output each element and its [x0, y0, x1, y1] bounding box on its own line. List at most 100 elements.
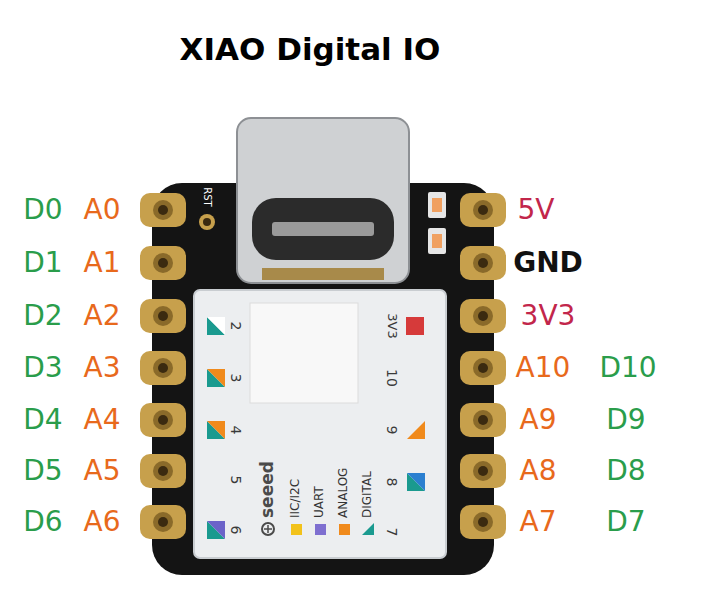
- pin-function-marker: [207, 317, 225, 335]
- analog-pin-label: A2: [84, 300, 121, 332]
- pad-hole: [473, 512, 493, 532]
- diagram-title: XIAO Digital IO: [180, 32, 441, 68]
- pin-function-marker: [407, 473, 425, 491]
- pin-function-marker: [407, 473, 425, 491]
- analog-pin-label: A10: [516, 352, 571, 384]
- pad-hole: [478, 258, 488, 268]
- brand-icon: [264, 525, 272, 533]
- pad-hole: [153, 306, 173, 326]
- pad-hole: [478, 311, 488, 321]
- digital-pin-label: D0: [23, 194, 62, 226]
- legend-sample-shape: [362, 523, 374, 535]
- pad: [140, 351, 186, 385]
- digital-pin-label: D3: [23, 352, 62, 384]
- analog-pin-label: A7: [520, 506, 557, 538]
- pcb: [152, 183, 494, 575]
- pad-hole: [473, 200, 493, 220]
- pin-function-marker: [207, 421, 225, 439]
- digital-pin-label: D1: [23, 247, 62, 279]
- pad: [460, 505, 506, 539]
- silkscreen-label: RST: [201, 187, 213, 206]
- connector-pins: [262, 268, 384, 280]
- digital-pin-label: D2: [23, 300, 62, 332]
- analog-pin-label: A9: [520, 404, 557, 436]
- pad-hole: [473, 410, 493, 430]
- pad-hole: [158, 517, 168, 527]
- pad-hole: [203, 218, 211, 226]
- pad-hole: [153, 253, 173, 273]
- silkscreen-number: 3: [228, 374, 244, 383]
- pad-hole: [478, 205, 488, 215]
- led: [432, 198, 442, 212]
- analog-pin-label: A5: [84, 455, 121, 487]
- digital-pin-label: D4: [23, 404, 62, 436]
- connector-tongue: [272, 222, 374, 236]
- reset-pad: [199, 214, 215, 230]
- brand-icon: [262, 523, 274, 535]
- silkscreen-number: 3V3: [385, 313, 400, 338]
- analog-pin-label: A3: [84, 352, 121, 384]
- pad-hole: [153, 200, 173, 220]
- pin-function-marker: [207, 421, 225, 439]
- pad-hole: [158, 258, 168, 268]
- pad: [140, 299, 186, 333]
- legend-label: ANALOG: [337, 468, 351, 518]
- pad: [460, 246, 506, 280]
- pad-hole: [158, 466, 168, 476]
- silkscreen-number: 4: [228, 426, 244, 435]
- led: [432, 234, 442, 248]
- silkscreen-number: 10: [384, 369, 400, 387]
- legend-swatch: [315, 524, 326, 535]
- pin-function-marker: [207, 317, 225, 335]
- pad-hole: [158, 205, 168, 215]
- pad-hole: [478, 466, 488, 476]
- pad: [140, 246, 186, 280]
- pad: [460, 403, 506, 437]
- pad-hole: [158, 415, 168, 425]
- pad: [140, 193, 186, 227]
- power-pin-label: GND: [513, 247, 583, 279]
- pin-function-marker: [207, 521, 225, 539]
- analog-pin-label: A1: [84, 247, 121, 279]
- right-castellated-pads: [460, 193, 506, 539]
- digital-pin-label: D5: [23, 455, 62, 487]
- pad: [460, 299, 506, 333]
- legend-swatch: [291, 524, 302, 535]
- digital-pin-label: D9: [606, 404, 645, 436]
- pad: [140, 454, 186, 488]
- pad-hole: [153, 512, 173, 532]
- power-marker: [406, 317, 424, 335]
- connector-shell: [237, 118, 409, 283]
- digital-pin-label: D7: [606, 506, 645, 538]
- module-shield: [194, 290, 446, 558]
- pad: [460, 454, 506, 488]
- power-pin-label: 5V: [518, 194, 555, 226]
- pad: [199, 214, 215, 230]
- pad-hole: [158, 363, 168, 373]
- digital-pin-label: D6: [23, 506, 62, 538]
- led: [428, 228, 446, 254]
- legend-label: DIGITAL: [361, 471, 375, 518]
- digital-pin-label: D10: [599, 352, 656, 384]
- legend-swatch: [339, 524, 350, 535]
- silkscreen-number: 7: [384, 528, 400, 537]
- status-leds: [428, 192, 446, 254]
- pad-hole: [473, 461, 493, 481]
- analog-pin-label: A8: [520, 455, 557, 487]
- analog-pin-label: A4: [84, 404, 121, 436]
- pin-function-marker: [207, 521, 225, 539]
- left-castellated-pads: [140, 193, 186, 539]
- legend-label: UART: [313, 486, 327, 518]
- pad-hole: [473, 358, 493, 378]
- pad: [140, 403, 186, 437]
- pad-hole: [153, 410, 173, 430]
- brand-logo-text: seeed: [258, 461, 278, 518]
- digital-pin-label: D8: [606, 455, 645, 487]
- connector-opening: [252, 198, 394, 260]
- pad-hole: [478, 363, 488, 373]
- pin-function-marker: [207, 369, 225, 387]
- analog-pin-label: A6: [84, 506, 121, 538]
- pad-hole: [478, 415, 488, 425]
- silkscreen-number: 5: [228, 476, 244, 485]
- pin-function-marker: [207, 369, 225, 387]
